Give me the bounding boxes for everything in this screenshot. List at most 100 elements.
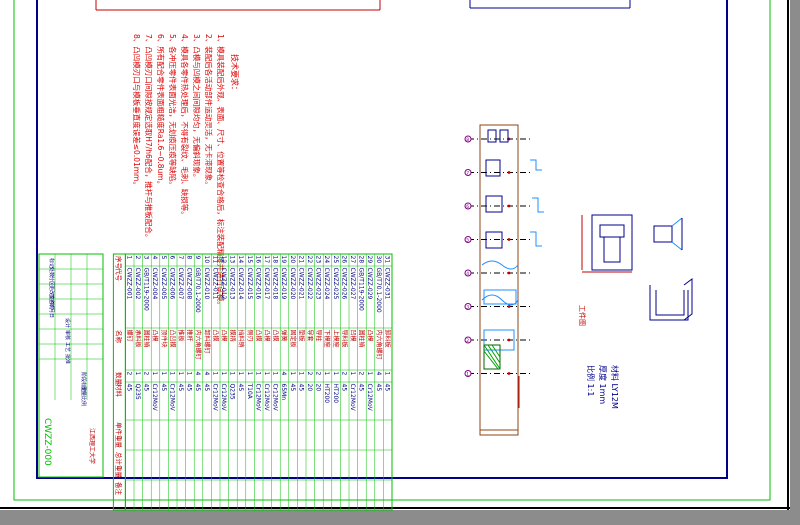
bom-cell: 45 <box>194 384 201 392</box>
bom-cell: 推杆 <box>186 330 194 342</box>
title-block-label: 更改文件号 <box>48 285 55 310</box>
bom-cell: CWZZ-005 <box>160 268 167 300</box>
station-number: 5 <box>466 238 469 244</box>
paper-sheet <box>0 0 790 510</box>
bom-cell: 顶件块 <box>160 330 168 348</box>
station-number: 3 <box>466 305 469 311</box>
station-marker <box>464 169 472 176</box>
bom-cell: 2 <box>358 372 365 376</box>
bom-cell: Cr12MoV <box>272 384 279 412</box>
bom-cell: CWZZ-025 <box>332 268 339 300</box>
bom-cell: 1 <box>254 372 261 376</box>
bom-header-cell: 名称 <box>114 330 123 344</box>
bom-cell: 垫板 <box>297 330 305 342</box>
bom-header-cell: 备注 <box>114 482 123 496</box>
bom-cell: 4 <box>203 372 210 376</box>
bom-cell: CWZZ-019 <box>280 268 287 300</box>
bom-cell: GB/T119-2000 <box>358 268 365 312</box>
title-block-weight: 重量 <box>80 386 87 396</box>
tech-req-item: 6、所有配合零件表面粗糙度Ra1.6~0.8um。 <box>156 34 166 188</box>
bom-cell: 圆柱销 <box>358 330 366 348</box>
part-view-side <box>653 217 683 251</box>
bom-cell: 凹模 <box>349 330 357 342</box>
bom-cell: T10A <box>246 383 253 400</box>
bom-cell: HT200 <box>332 384 339 404</box>
station-number: 1 <box>466 372 469 378</box>
bom-cell: CWZZ-024 <box>323 268 330 300</box>
bom-cell: 45 <box>383 384 390 392</box>
tech-req-item: 2、装配后各活动部件运动灵活，无卡滞现象。 <box>204 34 214 189</box>
title-block-role: 批准 <box>64 354 71 364</box>
part-material: 材料 LY12M <box>610 365 620 409</box>
bom-cell: CWZZ-020 <box>289 268 296 300</box>
bom-cell: 推板 <box>177 330 185 342</box>
bom-cell: 27 <box>349 256 356 264</box>
bom-cell: 31 <box>383 256 390 264</box>
bom-cell: 13 <box>229 256 236 264</box>
bom-cell: 2 <box>125 372 132 376</box>
title-block-stage: 阶段标记 <box>80 372 87 392</box>
bom-cell: 1 <box>134 372 141 376</box>
bom-cell: 16 <box>254 256 261 264</box>
bom-cell: 凸模 <box>263 330 271 342</box>
bom-cell: 1 <box>177 372 184 376</box>
bom-table: 31CWZZ-031卸料板14530GB/T70.1-2000内六角螺钉4452… <box>112 253 393 511</box>
bom-cell: 挡料销 <box>237 330 245 348</box>
title-block-role: 设计 <box>64 318 71 328</box>
bom-cell: Cr12MoV <box>349 384 356 412</box>
bom-cell: Cr12MoV <box>254 384 261 412</box>
tech-req-item: 7、凸凹模刃口间隙按规定选取H7/h6配合，推杆与推板配合。 <box>144 34 154 241</box>
bom-cell: CWZZ-018 <box>272 268 279 300</box>
bom-cell: 25 <box>332 256 339 264</box>
bom-header-cell: 总计重量 <box>114 452 123 479</box>
bom-cell: 12 <box>220 256 227 264</box>
bom-cell: 凸模 <box>220 330 228 342</box>
bom-cell: CWZZ-017 <box>263 268 270 300</box>
bom-cell: CWZZ-031 <box>383 268 390 300</box>
part-scale: 比例 1:1 <box>586 365 596 396</box>
station-marker <box>464 269 472 277</box>
bom-cell: 45 <box>143 384 150 392</box>
bom-cell: 45 <box>289 384 296 392</box>
pilot-point <box>507 305 511 308</box>
bom-cell: Q235 <box>229 384 236 400</box>
bom-cell: 2 <box>340 372 347 376</box>
bom-cell: 1 <box>151 372 158 376</box>
bom-cell: 固定板 <box>289 330 297 348</box>
part-view-front <box>581 214 633 273</box>
title-block-label: 签名 <box>48 294 55 304</box>
title-block-label: 年月日 <box>48 303 55 318</box>
bom-cell: 45 <box>375 384 382 392</box>
bom-cell: 21 <box>297 256 304 264</box>
bom-cell: 30 <box>375 256 382 264</box>
station-number: 4 <box>466 271 469 277</box>
bom-cell: GB/T70.1-2000 <box>194 268 201 313</box>
bom-cell: 1 <box>349 372 356 376</box>
bom-cell: 6 <box>168 256 175 260</box>
station-marker <box>464 236 472 243</box>
strip-features <box>481 129 544 351</box>
bom-cell: 导套 <box>306 330 314 342</box>
bom-cell: GB/T119-2000 <box>143 268 150 312</box>
bom-cell: 26 <box>340 256 347 264</box>
bom-cell: 凸凹模 <box>168 330 176 348</box>
bom-cell: 圆柱销 <box>143 330 151 348</box>
bom-cell: 2 <box>134 256 141 260</box>
title-block-label: 分区 <box>48 276 55 286</box>
part-view-iso <box>649 278 693 321</box>
bom-cell: 5 <box>160 256 167 260</box>
bom-cell: CWZZ-021 <box>297 268 304 300</box>
bom-cell: 4 <box>280 372 287 376</box>
title-block-role: 工艺 <box>64 342 70 352</box>
bom-cell: 20 <box>306 384 313 392</box>
bom-cell: CWZZ-010 <box>203 268 210 300</box>
bom-cell: Cr12MoV <box>263 384 270 412</box>
tech-req-item: 1、模具装配后外观、表面、尺寸、位置等检查合格后，标注装配精度并进行试模。 <box>216 34 226 309</box>
bom-cell: 卸料螺钉 <box>203 330 211 354</box>
station-number: 8 <box>466 137 469 143</box>
